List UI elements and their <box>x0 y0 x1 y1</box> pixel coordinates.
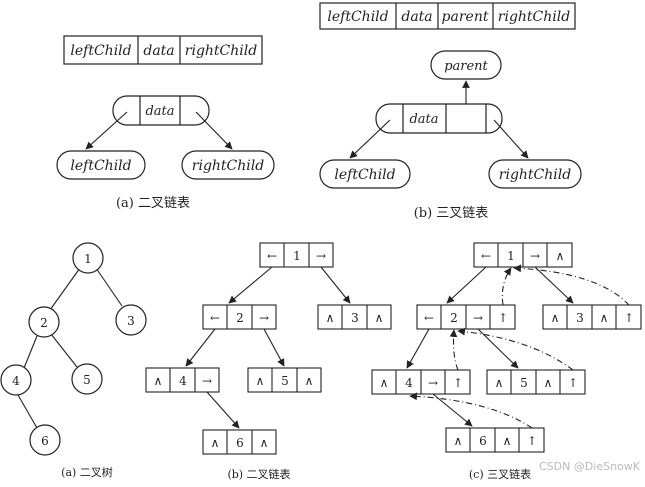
cell-right: ∧ <box>600 311 609 325</box>
watermark: CSDN @DieSnowK <box>539 460 641 473</box>
cell-parent: ∧ <box>556 249 565 263</box>
cell-left: ← <box>481 249 491 263</box>
cell-right: ∧ <box>503 434 512 448</box>
cell-left: ∧ <box>380 376 389 390</box>
field-data: data <box>401 9 432 25</box>
cell-data: 4 <box>179 374 187 388</box>
cell-left: ← <box>424 311 434 325</box>
cell-left: ∧ <box>256 374 265 388</box>
cell-left: ∧ <box>326 311 335 325</box>
cell-left: ← <box>267 249 277 263</box>
cell-left: ∧ <box>454 434 463 448</box>
child-right-label: rightChild <box>192 158 264 174</box>
field-leftchild: leftChild <box>327 9 388 25</box>
cell-data: 1 <box>507 249 515 263</box>
cell-data: 3 <box>576 311 584 325</box>
cell-parent: ↑ <box>453 376 463 390</box>
cell-right: → <box>259 311 269 325</box>
cell-right: ∧ <box>544 376 553 390</box>
list-node-6: ∧ 6 ∧ ↑ <box>445 427 545 453</box>
field-leftchild: leftChild <box>70 43 131 59</box>
list-node-2: ← 2 → <box>202 304 277 330</box>
tree-node-label: 6 <box>41 434 49 448</box>
parent-label: parent <box>444 59 488 74</box>
cell-right: → <box>473 311 483 325</box>
caption-ternary-linked: (c) 三叉链表 <box>469 467 531 481</box>
list-node-4: ∧ 4 → ↑ <box>371 369 471 395</box>
list-node-3: ∧ 3 ∧ <box>317 304 392 330</box>
list-node-5: ∧ 5 ∧ <box>247 367 322 393</box>
cell-left: ∧ <box>154 374 163 388</box>
cell-left: ∧ <box>495 376 504 390</box>
field-parent: parent <box>442 9 489 25</box>
tree-node-label: 2 <box>40 316 48 330</box>
cell-data: 3 <box>351 311 359 325</box>
tree-node-label: 1 <box>84 252 92 266</box>
field-rightchild: rightChild <box>498 9 570 25</box>
field-data: data <box>143 43 174 59</box>
caption-binary-tree: (a) 二叉树 <box>61 465 113 479</box>
cell-parent: ↑ <box>527 434 537 448</box>
cell-right: → <box>202 374 212 388</box>
list-node-5: ∧ 5 ∧ ↑ <box>486 369 586 395</box>
cell-data: 6 <box>236 436 244 450</box>
list-node-1: ← 1 → ∧ <box>473 242 573 268</box>
tree-node <box>72 242 104 274</box>
tree-node <box>28 306 60 338</box>
cell-parent: ↑ <box>568 376 578 390</box>
tree-node <box>71 363 103 395</box>
cell-parent: ↑ <box>624 311 634 325</box>
binary-node-format: leftChild data rightChild <box>63 35 263 65</box>
cell-data: 6 <box>479 434 487 448</box>
node-data: data <box>145 104 174 119</box>
child-left-label: leftChild <box>70 158 131 174</box>
ternary-linked-list: ← 1 → ∧ ← 2 → ↑ ∧ 3 ∧ ↑ <box>371 242 642 453</box>
field-rightchild: rightChild <box>185 43 257 59</box>
cell-data: 2 <box>236 311 244 325</box>
child-right-label: rightChild <box>499 167 571 183</box>
cell-right: ∧ <box>375 311 384 325</box>
ternary-node-format: leftChild data parent rightChild <box>319 2 576 30</box>
ternary-node-example: parent data leftChild rightChild <box>319 50 582 189</box>
cell-parent: ↑ <box>498 311 508 325</box>
cell-right: → <box>428 376 438 390</box>
tree-node <box>115 304 147 336</box>
cell-right: → <box>530 249 540 263</box>
node-data: data <box>409 112 438 127</box>
caption-binary-linked: (b) 二叉链表 <box>227 467 290 481</box>
caption-ternary-list: (b) 三叉链表 <box>414 206 489 221</box>
caption-binary-list: (a) 二叉链表 <box>116 196 190 211</box>
cell-data: 4 <box>405 376 413 390</box>
tree-node-label: 4 <box>12 374 20 388</box>
cell-right: ∧ <box>305 374 314 388</box>
cell-data: 1 <box>293 249 301 263</box>
list-node-4: ∧ 4 → <box>145 367 220 393</box>
binary-tree: 1 2 3 4 5 6 <box>0 242 147 456</box>
binary-node-example: data leftChild rightChild <box>56 95 275 180</box>
cell-data: 2 <box>450 311 458 325</box>
list-node-3: ∧ 3 ∧ ↑ <box>542 304 642 330</box>
cell-left: ← <box>210 311 220 325</box>
cell-right: ∧ <box>260 436 269 450</box>
cell-right: → <box>316 249 326 263</box>
list-node-6: ∧ 6 ∧ <box>202 429 277 455</box>
list-node-1: ← 1 → <box>259 242 334 268</box>
list-node-2: ← 2 → ↑ <box>416 304 516 330</box>
tree-node-label: 5 <box>83 373 91 387</box>
cell-data: 5 <box>520 376 528 390</box>
binary-linked-list: ← 1 → ← 2 → ∧ 3 ∧ ∧ 4 → <box>145 242 392 455</box>
cell-data: 5 <box>281 374 289 388</box>
tree-node <box>29 424 61 456</box>
cell-left: ∧ <box>211 436 220 450</box>
tree-node-label: 3 <box>127 314 135 328</box>
tree-node <box>0 364 32 396</box>
child-left-label: leftChild <box>334 167 395 183</box>
cell-left: ∧ <box>551 311 560 325</box>
